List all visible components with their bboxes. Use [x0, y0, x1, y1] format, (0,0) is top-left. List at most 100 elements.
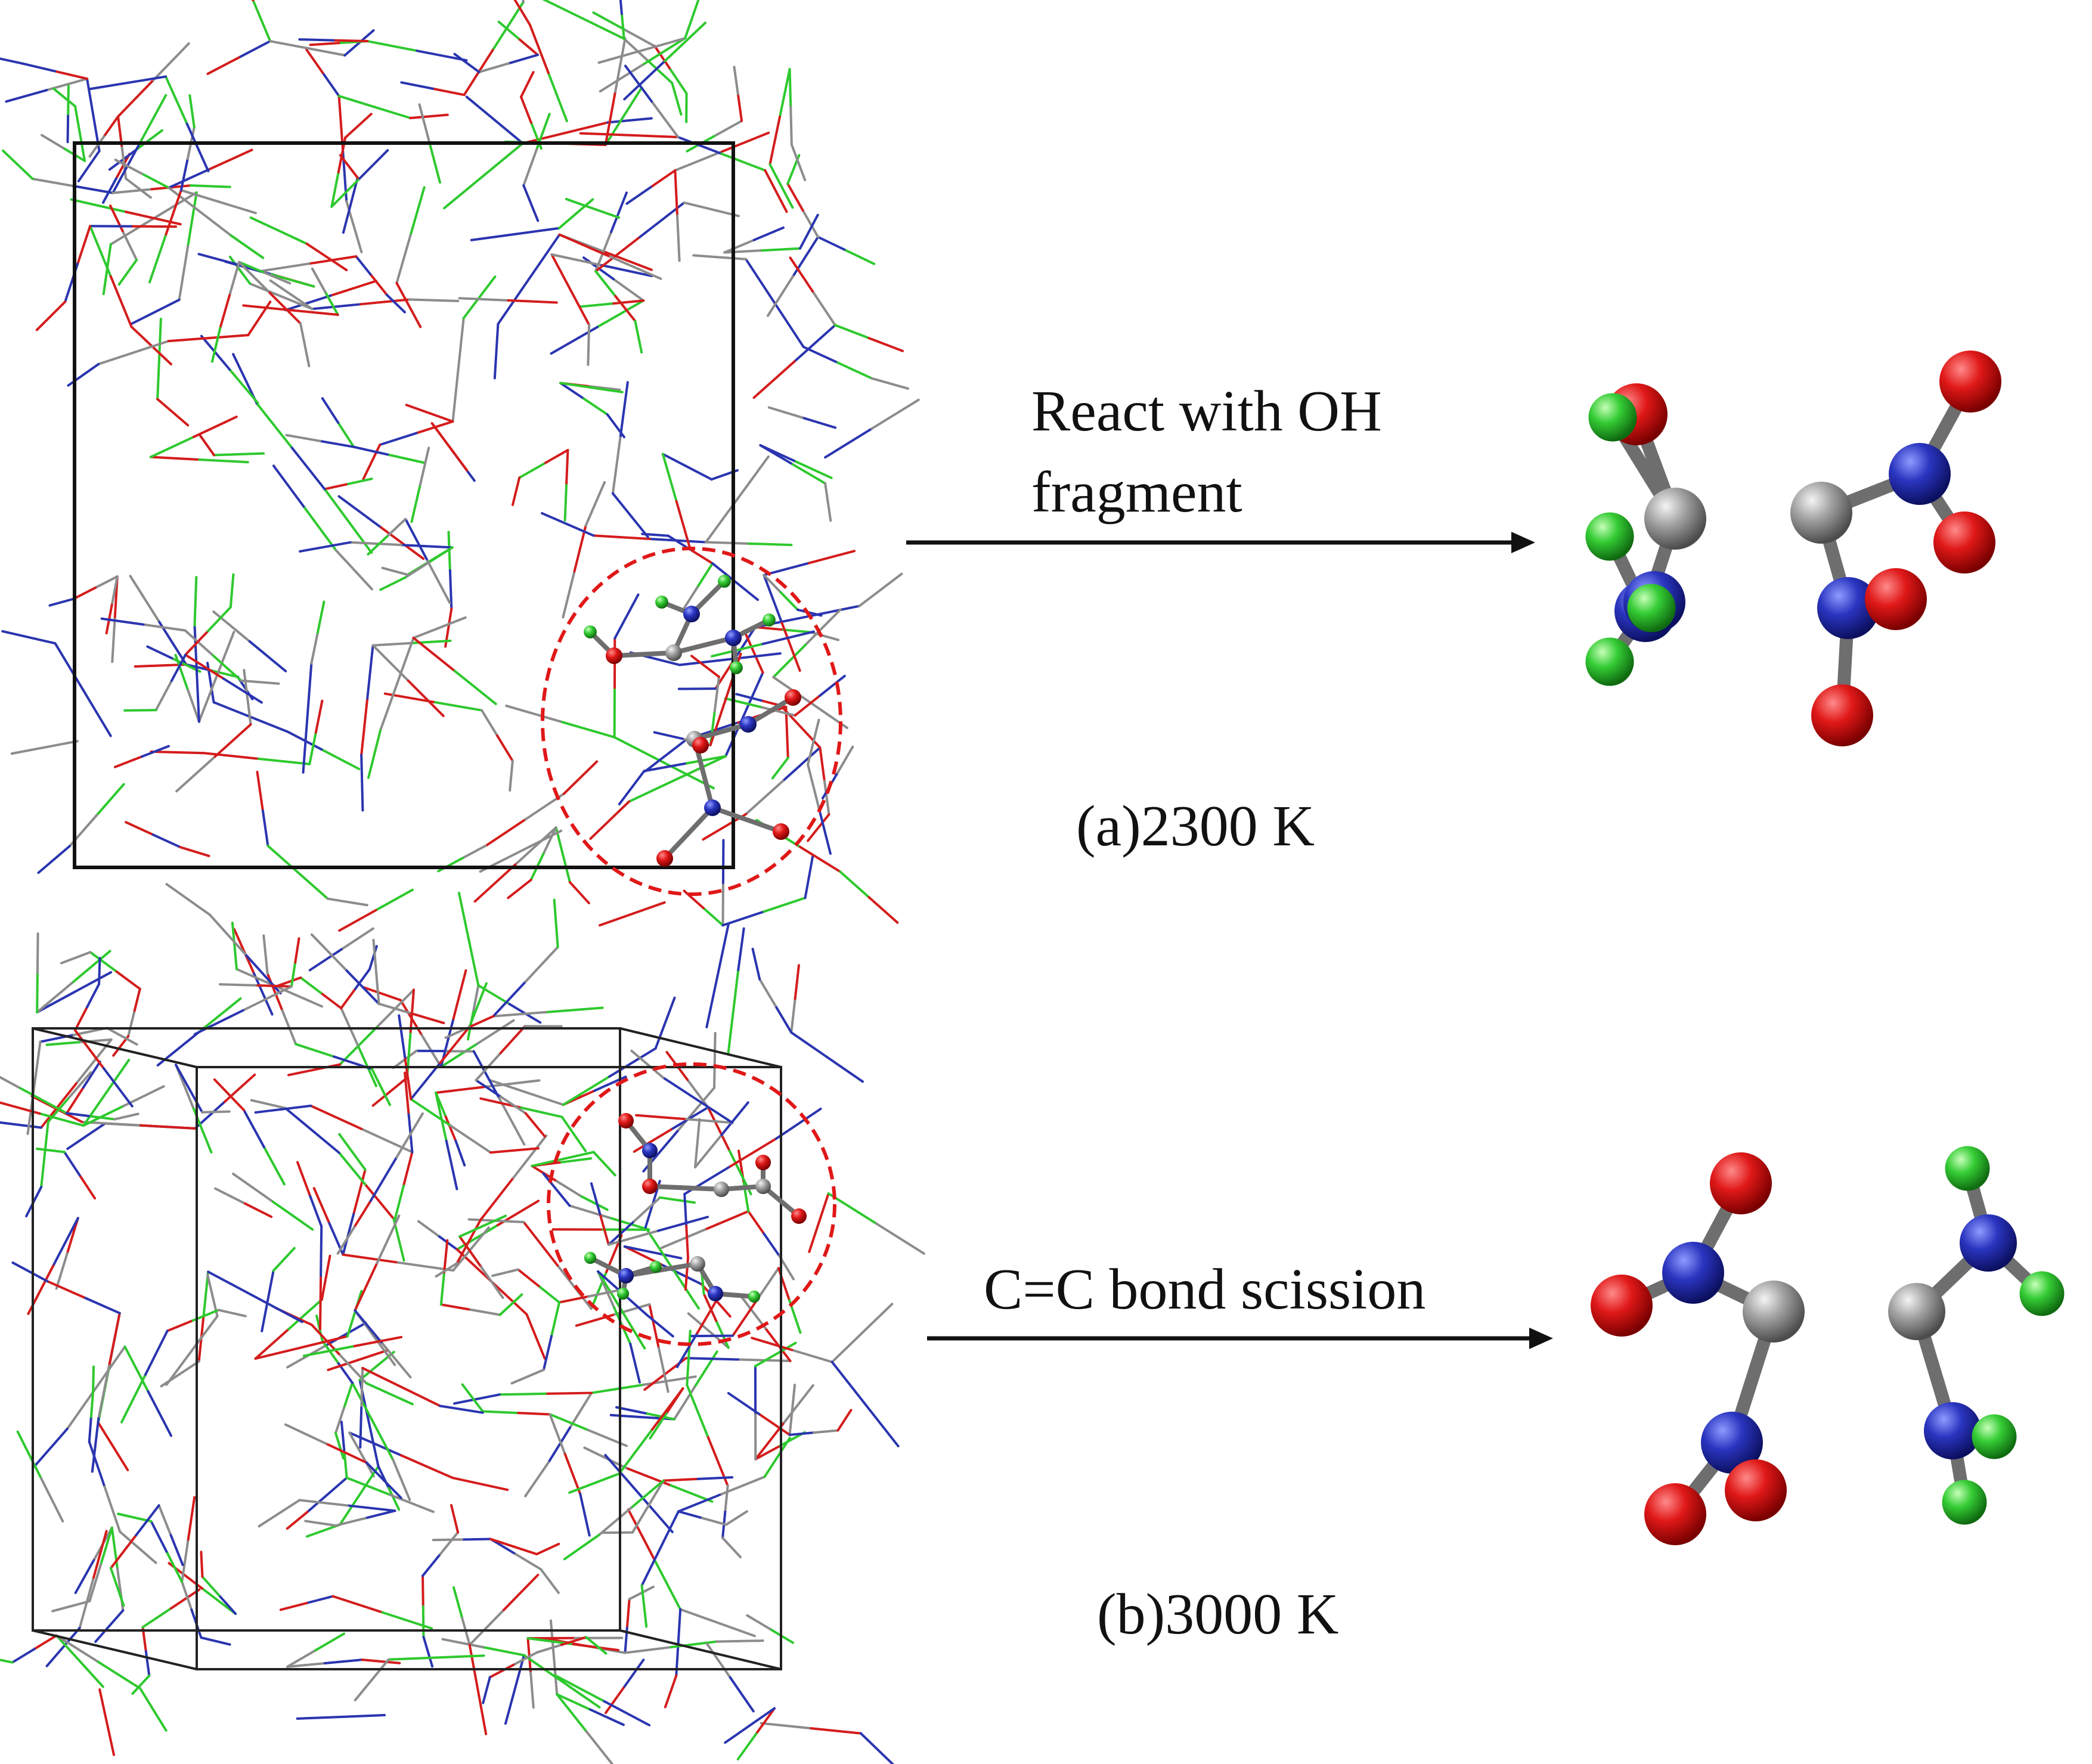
stick-molecule — [767, 406, 837, 429]
highlight-circle-b — [547, 1062, 836, 1346]
stick-molecule — [206, 662, 361, 770]
hydrogen-atom — [655, 596, 668, 609]
hydrogen-atom — [584, 625, 597, 638]
stick-molecule — [475, 1025, 563, 1138]
stick-molecule — [692, 254, 909, 390]
stick-molecule — [724, 1707, 776, 1761]
stick-molecule — [520, 71, 543, 150]
stick-molecule — [592, 11, 688, 123]
stick-molecule — [444, 898, 604, 1039]
stick-molecule — [694, 1101, 749, 1168]
stick-molecule — [767, 154, 876, 317]
stick-molecule — [452, 1573, 540, 1735]
stick-molecule — [232, 1173, 314, 1231]
carbon-atom — [755, 1179, 771, 1194]
stick-molecule — [727, 927, 745, 1055]
stick-molecule — [604, 1453, 674, 1533]
stick-molecule — [763, 550, 856, 672]
nitrogen-atom — [1889, 443, 1951, 505]
nitrogen-atom — [1960, 1214, 2017, 1272]
nitrogen-atom — [1924, 1402, 1981, 1459]
oxygen-atom — [1939, 351, 2001, 413]
stick-molecule — [568, 1387, 684, 1494]
product-molecules-a — [1585, 351, 2001, 746]
stick-molecule — [261, 255, 406, 314]
nitro-fragment-b — [618, 1113, 807, 1224]
panel-a: React with OH fragment (a)2300 K — [0, 0, 2001, 972]
stick-molecule — [11, 1261, 129, 1473]
stick-molecule — [156, 317, 190, 427]
stick-molecule — [760, 1722, 895, 1764]
stick-molecule — [254, 1254, 363, 1360]
hydrogen-atom — [1942, 1480, 1987, 1525]
nitrogen-atom — [683, 606, 700, 622]
stick-molecule — [114, 148, 265, 259]
carbon-atom — [690, 1256, 705, 1272]
stick-molecule — [491, 1268, 619, 1385]
stick-molecule — [513, 0, 568, 123]
stick-molecule — [308, 927, 374, 972]
stick-molecule — [590, 1182, 709, 1246]
stick-molecule — [705, 1642, 755, 1713]
stick-molecule — [88, 42, 190, 199]
stick-molecule — [33, 1345, 173, 1468]
oxygen-atom — [791, 1208, 807, 1224]
stick-molecule — [258, 1499, 396, 1528]
hydrogen-atom — [718, 575, 731, 588]
stick-molecule — [302, 600, 326, 774]
stick-molecule — [120, 1309, 247, 1424]
panel-b: C=C bond scission (b)3000 K — [0, 883, 2065, 1764]
stick-molecule — [660, 1149, 795, 1281]
stick-molecule — [705, 923, 730, 1028]
stick-molecule — [150, 699, 324, 765]
stick-molecule — [400, 0, 525, 97]
stick-molecule — [261, 1247, 296, 1332]
stick-molecule — [723, 213, 819, 254]
stick-molecule — [479, 1097, 587, 1152]
stick-molecule — [302, 1335, 403, 1357]
hydrogen-atom — [1627, 584, 1676, 633]
stick-molecule — [752, 256, 904, 399]
stick-molecule — [45, 1530, 108, 1667]
stick-molecule — [66, 85, 70, 144]
stick-molecule — [630, 1049, 734, 1124]
oxygen-atom — [618, 1113, 634, 1129]
oxygen-atom — [1933, 511, 1995, 573]
simulation-box-b — [32, 1027, 782, 1670]
stick-molecule — [284, 1423, 402, 1499]
product-diamino-b — [1888, 1146, 2065, 1525]
stick-molecule — [562, 480, 606, 619]
stick-molecule — [824, 398, 920, 459]
nitrogen-atom — [618, 1268, 634, 1284]
stick-molecule — [511, 449, 569, 522]
stick-molecule — [109, 1504, 184, 1607]
stick-molecule — [439, 1239, 523, 1316]
stick-molecule — [362, 275, 497, 480]
stick-molecule — [10, 740, 79, 755]
product-nitro-a — [1790, 351, 2001, 746]
stick-molecule — [395, 186, 426, 328]
stick-molecule — [627, 1508, 756, 1709]
stick-molecule — [249, 216, 348, 272]
nitrogen-atom — [740, 716, 757, 733]
stick-molecule — [360, 639, 452, 812]
stick-molecule — [751, 947, 864, 1083]
stick-molecule — [437, 760, 599, 873]
stick-molecule — [432, 1537, 560, 1594]
stick-molecule — [174, 1064, 231, 1154]
product-molecules-b — [1591, 1146, 2065, 1545]
stick-molecule — [550, 253, 653, 366]
highlighted-fragments-a — [584, 575, 801, 867]
nitrogen-atom — [1817, 577, 1879, 639]
stick-molecule — [27, 1217, 79, 1315]
stick-molecule — [305, 48, 449, 253]
stick-molecule — [559, 382, 626, 439]
stick-molecule — [193, 937, 300, 1036]
stick-molecule — [0, 1634, 168, 1732]
stick-molecule — [25, 1071, 92, 1218]
hydrogen-atom — [1972, 1414, 2017, 1459]
stick-molecule — [51, 1526, 125, 1643]
stick-molecule — [724, 674, 846, 717]
stick-molecule — [148, 94, 257, 284]
